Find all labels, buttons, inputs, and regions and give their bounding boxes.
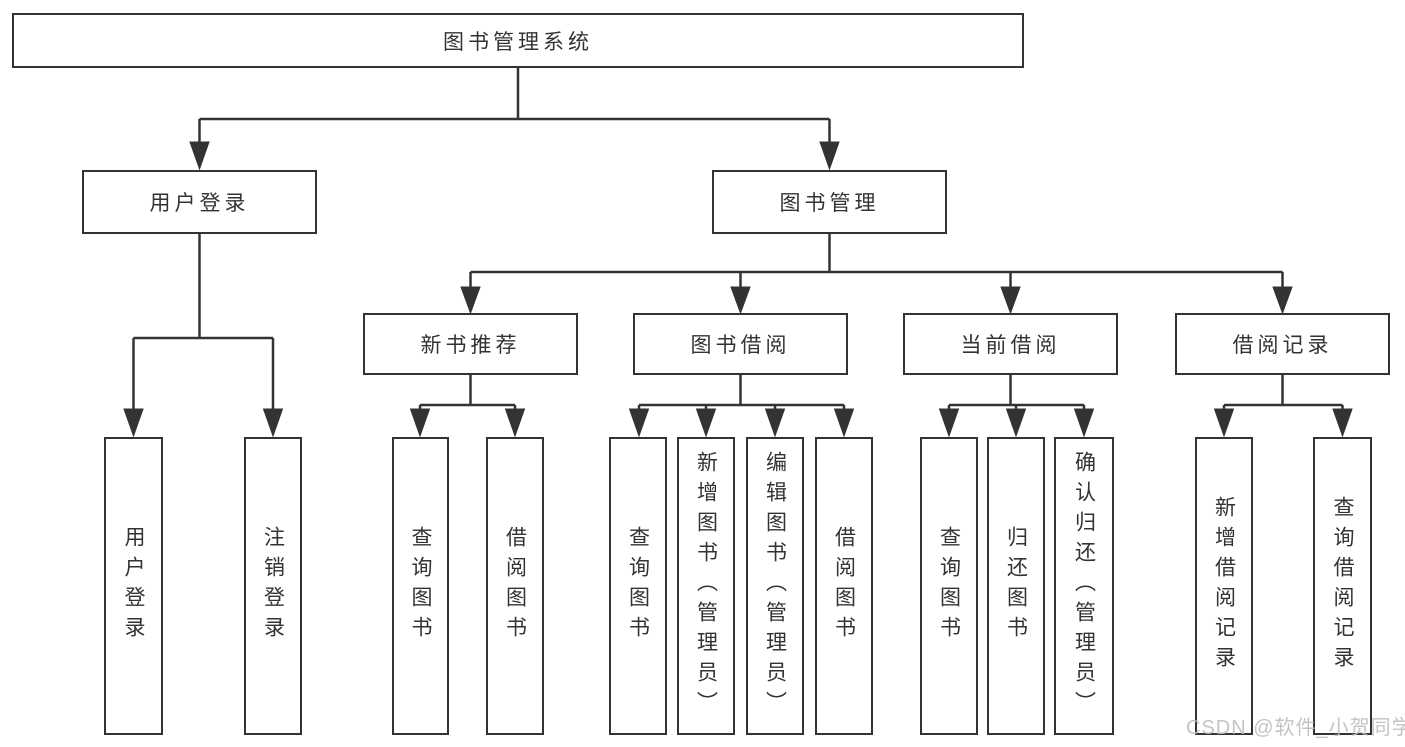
edge-mgmt-to-level3 [469, 234, 1284, 290]
edge-records-to-leaves [1222, 375, 1344, 412]
leaf-return-books: 归还图书 [987, 437, 1045, 735]
node-label: 编辑图书（管理员） [763, 451, 787, 721]
node-label: 图书借阅 [690, 334, 791, 357]
node-label: 新增借阅记录 [1212, 496, 1236, 676]
edge-current-to-leaves [947, 375, 1086, 412]
node-label: 用户登录 [122, 526, 145, 646]
node-label: 查询图书 [937, 526, 961, 646]
node-label: 新书推荐 [420, 334, 521, 357]
node-label: 用户登录 [149, 192, 250, 215]
arrowhead [504, 408, 526, 438]
node-borrowing-records: 借阅记录 [1175, 313, 1390, 375]
arrowhead [938, 408, 960, 438]
node-label: 图书管理 [779, 192, 880, 215]
leaf-confirm-return-admin: 确认归还（管理员） [1054, 437, 1114, 735]
leaf-query-books-borrow: 查询图书 [609, 437, 667, 735]
edge-root-to-level2 [198, 68, 831, 146]
node-label: 注销登录 [261, 526, 285, 646]
arrowhead [833, 408, 855, 438]
edge-borrow-to-leaves [637, 375, 846, 412]
leaf-logout: 注销登录 [244, 437, 302, 735]
arrowhead [1332, 408, 1353, 438]
arrowhead [1000, 286, 1021, 315]
edge-rec-to-leaves [418, 375, 517, 412]
arrowhead [1272, 286, 1293, 315]
arrowhead [695, 408, 717, 438]
arrowhead [262, 408, 284, 438]
node-current-borrowing: 当前借阅 [903, 313, 1118, 375]
arrowhead [1005, 408, 1027, 438]
arrowhead [1073, 408, 1095, 438]
node-label: 借阅图书 [503, 526, 527, 646]
arrowhead [819, 141, 840, 171]
leaf-query-books-recommend: 查询图书 [392, 437, 449, 735]
node-label: 归还图书 [1004, 526, 1028, 646]
leaf-user-login: 用户登录 [104, 437, 163, 735]
node-book-management: 图书管理 [712, 170, 947, 234]
leaf-borrow-books-recommend: 借阅图书 [486, 437, 544, 735]
node-library-management-system: 图书管理系统 [12, 13, 1024, 68]
node-label: 当前借阅 [960, 334, 1061, 357]
leaf-add-borrow-record: 新增借阅记录 [1195, 437, 1253, 735]
node-new-book-recommendation: 新书推荐 [363, 313, 578, 375]
csdn-watermark: CSDN @软件_小贺同学 [1186, 717, 1405, 739]
arrowhead [189, 141, 210, 171]
node-user-login: 用户登录 [82, 170, 317, 234]
arrowhead [1213, 408, 1235, 438]
leaf-query-borrow-record: 查询借阅记录 [1313, 437, 1372, 735]
arrowhead [409, 408, 431, 438]
node-label: 查询图书 [626, 526, 650, 646]
edge-login-to-leaves [132, 234, 275, 412]
leaf-edit-books-admin: 编辑图书（管理员） [746, 437, 804, 735]
node-label: 借阅图书 [832, 526, 856, 646]
node-label: 查询图书 [409, 526, 432, 646]
leaf-borrow-books: 借阅图书 [815, 437, 873, 735]
arrowhead [123, 408, 144, 438]
node-label: 新增图书（管理员） [694, 451, 718, 721]
node-label: 借阅记录 [1232, 334, 1333, 357]
arrowhead [628, 408, 650, 438]
node-label: 图书管理系统 [443, 30, 593, 54]
arrowhead [460, 286, 481, 315]
leaf-add-books-admin: 新增图书（管理员） [677, 437, 735, 735]
node-book-borrowing: 图书借阅 [633, 313, 848, 375]
node-label: 查询借阅记录 [1331, 496, 1354, 676]
leaf-query-books-current: 查询图书 [920, 437, 978, 735]
arrowhead [730, 286, 751, 315]
arrowhead [764, 408, 786, 438]
node-label: 确认归还（管理员） [1072, 451, 1096, 721]
